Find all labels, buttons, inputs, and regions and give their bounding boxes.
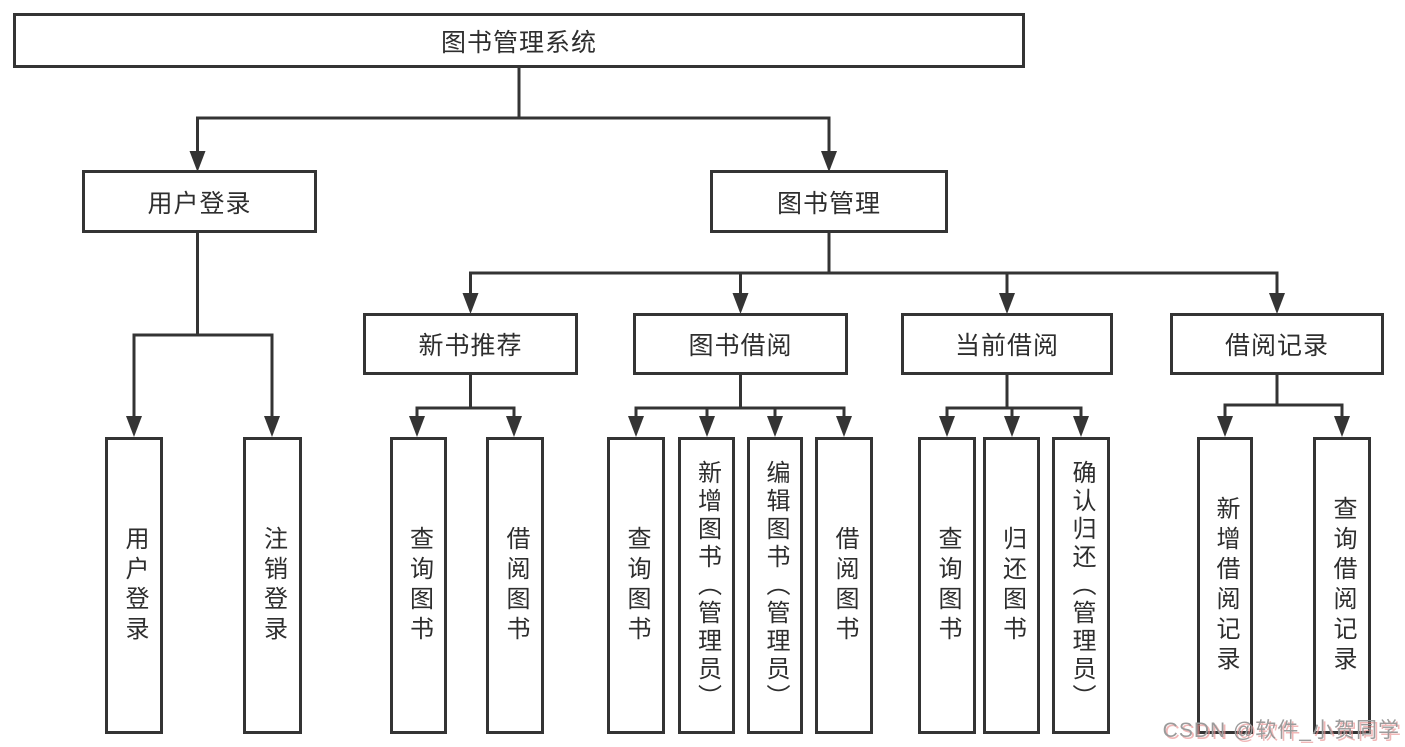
node-borrowing-records: 借阅记录 xyxy=(1170,313,1384,375)
leaf-query-borrow-record: 查询借阅记录 xyxy=(1313,437,1371,734)
leaf-confirm-return-admin: 确认归还（管理员） xyxy=(1052,437,1110,734)
leaf-user-login: 用户登录 xyxy=(105,437,163,734)
node-current-borrowing: 当前借阅 xyxy=(901,313,1113,375)
leaf-borrow-books: 借阅图书 xyxy=(815,437,873,734)
node-book-borrowing: 图书借阅 xyxy=(633,313,848,375)
leaf-add-book-admin: 新增图书（管理员） xyxy=(678,437,735,734)
leaf-return-book: 归还图书 xyxy=(983,437,1040,734)
node-book-management: 图书管理 xyxy=(710,170,948,233)
leaf-query-books-current: 查询图书 xyxy=(918,437,976,734)
csdn-watermark: CSDN @软件_小贺同学 xyxy=(1162,719,1400,742)
node-new-book-recommend: 新书推荐 xyxy=(363,313,578,375)
node-user-login: 用户登录 xyxy=(82,170,317,233)
leaf-logout: 注销登录 xyxy=(243,437,302,734)
leaf-edit-book-admin: 编辑图书（管理员） xyxy=(747,437,803,734)
leaf-query-books-borrowing: 查询图书 xyxy=(607,437,665,734)
node-book-management-system: 图书管理系统 xyxy=(13,13,1025,68)
leaf-query-books-recommend: 查询图书 xyxy=(390,437,447,734)
leaf-add-borrow-record: 新增借阅记录 xyxy=(1197,437,1253,734)
leaf-borrow-books-recommend: 借阅图书 xyxy=(486,437,544,734)
